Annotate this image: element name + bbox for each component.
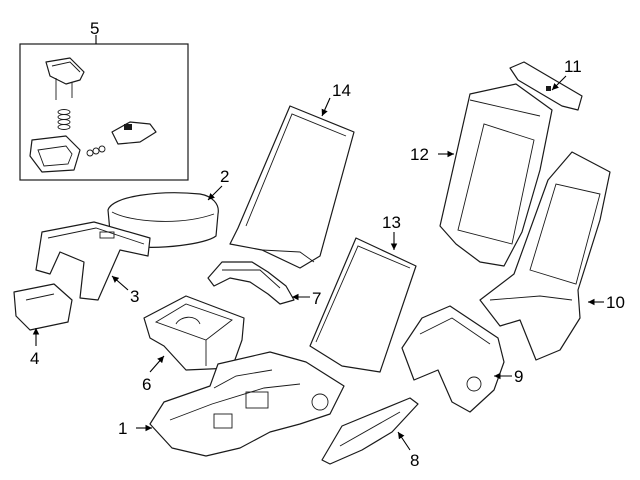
part-8-side-panel — [321, 397, 419, 465]
callout-6: 6 — [142, 375, 151, 394]
part-13-panel — [309, 237, 417, 373]
callout-11: 11 — [564, 57, 582, 76]
callout-4: 4 — [30, 349, 39, 368]
callout-13: 13 — [382, 213, 401, 232]
part-11-top-bracket — [509, 61, 583, 111]
part-12-seat-back — [439, 83, 553, 267]
part-3-armrest-cover — [35, 221, 151, 301]
part-9-base-bracket — [401, 305, 505, 413]
callout-1: 1 — [118, 419, 127, 438]
part-6-storage-bin — [143, 295, 245, 371]
callout-14: 14 — [332, 81, 351, 100]
part-5-detail-box — [19, 35, 189, 181]
part-7-bracket — [207, 261, 295, 305]
coil-icon — [86, 145, 106, 157]
part-10-seat-frame — [479, 151, 611, 361]
callout-2: 2 — [220, 167, 229, 186]
callout-3: 3 — [130, 287, 139, 306]
callout-8: 8 — [410, 451, 419, 470]
leader-lines — [32, 75, 604, 451]
callout-5: 5 — [90, 19, 99, 38]
callout-9: 9 — [514, 367, 523, 386]
part-4-trim-panel — [13, 283, 73, 331]
callout-7: 7 — [312, 289, 321, 308]
part-1-console-base — [149, 351, 345, 457]
callout-12: 12 — [410, 145, 429, 164]
spring-icon — [57, 109, 71, 130]
callout-10: 10 — [606, 293, 625, 312]
part-14-backrest-board — [229, 105, 355, 269]
